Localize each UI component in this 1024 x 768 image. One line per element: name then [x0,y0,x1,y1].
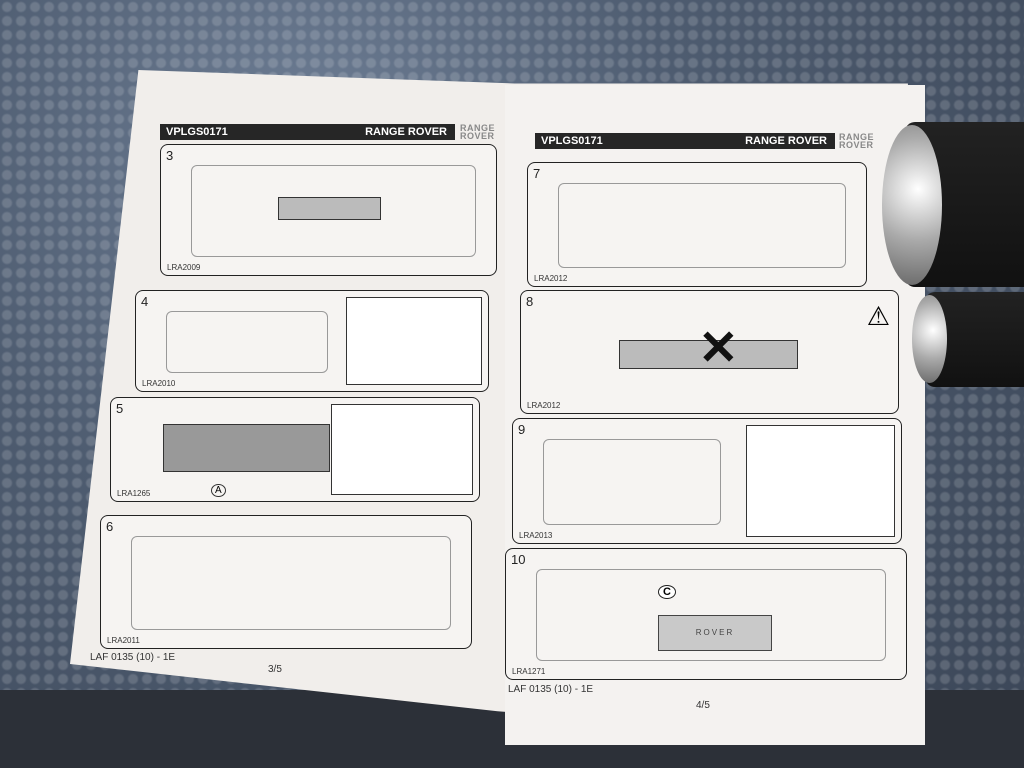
footer-code: LAF 0135 (10) - 1E [90,652,176,663]
range-rover-logo: RANGE ROVER [839,132,875,150]
figure-code: LRA2010 [142,379,176,388]
callout-a: A [211,484,226,497]
doc-code: VPLGS0171 [166,126,228,138]
callout-c: C [658,585,676,599]
detail-inset [346,297,482,385]
step-number: 3 [166,148,174,163]
warning-icon: ⚠ [866,301,890,331]
metal-end-cap [882,125,942,285]
brand-title: RANGE ROVER [745,135,827,147]
step-number: 9 [518,422,526,437]
illustration [191,165,476,257]
figure-code: LRA1271 [512,667,546,676]
figure-code: LRA2013 [519,531,553,540]
step-number: 6 [106,519,114,534]
illustration [131,536,451,630]
step-number: 5 [116,401,124,416]
metal-end-cap [912,295,947,383]
doc-code: VPLGS0171 [541,135,603,147]
cover-bar [278,197,381,220]
step-number: 4 [141,294,149,309]
illustration [536,569,886,661]
footer-code: LAF 0135 (10) - 1E [508,684,594,695]
brand-title: RANGE ROVER [365,126,447,138]
step-number: 8 [526,294,534,309]
illustration [543,439,721,525]
page-number: 4/5 [696,700,710,711]
illustration [558,183,846,268]
range-rover-logo: RANGE ROVER [460,123,496,141]
rover-plate: ROVER [658,615,772,651]
figure-code: LRA2011 [107,636,140,645]
illustration [166,311,328,373]
header-band-left: VPLGS0171 RANGE ROVER [160,124,455,140]
step-number: 7 [533,166,541,181]
figure-code: LRA1265 [117,489,151,498]
figure-code: LRA2009 [167,263,201,272]
cover-bar [619,339,799,369]
detail-inset [331,404,473,495]
cross-mark-icon: ✕ [698,322,739,376]
step-number: 10 [511,552,526,567]
step-panel-8: 8 ✕ ⚠ LRA2012 [520,290,899,414]
detail-inset [745,425,895,537]
figure-code: LRA2012 [527,401,561,410]
figure-code: LRA2012 [534,274,568,283]
header-band-right: VPLGS0171 RANGE ROVER [535,133,835,149]
cover-roll [162,423,331,473]
page-number: 3/5 [268,664,282,675]
